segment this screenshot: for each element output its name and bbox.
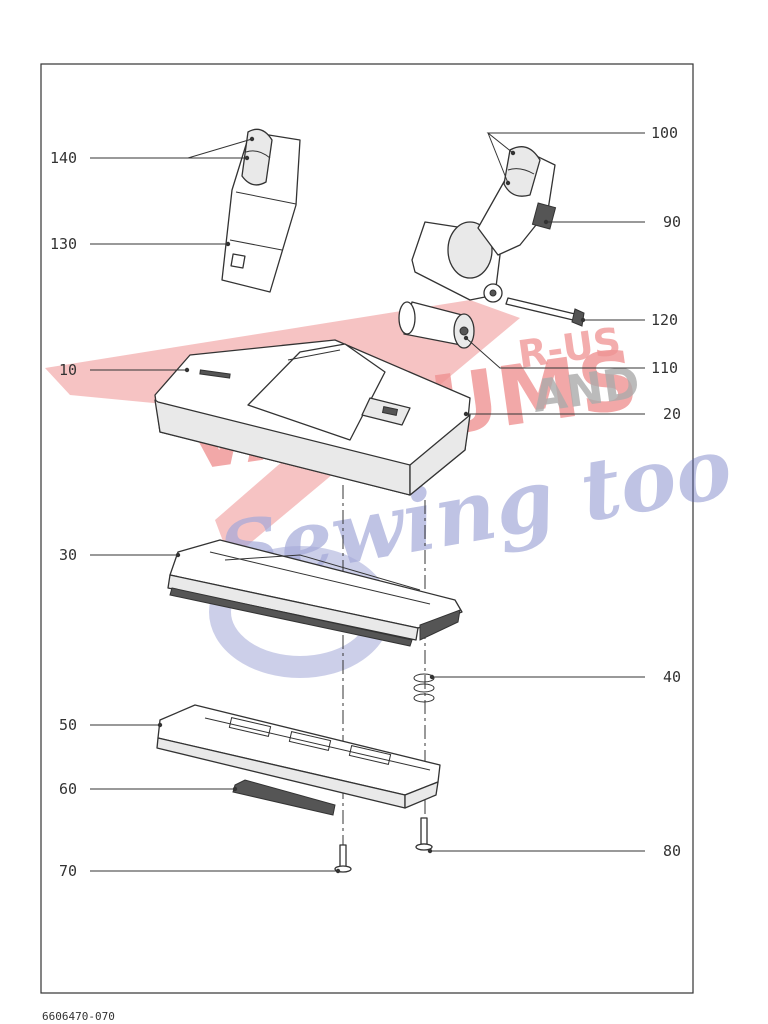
document-code: 6606470-070 xyxy=(42,1010,115,1023)
part-110-roller xyxy=(398,301,475,349)
part-70-screw xyxy=(334,844,352,873)
callout-140: 140 xyxy=(50,149,77,167)
part-140-latch xyxy=(241,128,273,186)
callout-130: 130 xyxy=(50,235,77,253)
part-50-sole-plate xyxy=(156,704,441,809)
watermark-red-swoosh xyxy=(45,300,520,560)
callout-120: 120 xyxy=(651,311,678,329)
part-130-holder xyxy=(221,128,301,293)
part-60-bumper-strip xyxy=(232,779,336,816)
callout-100: 100 xyxy=(651,124,678,142)
callout-20: 20 xyxy=(663,405,681,423)
callout-110: 110 xyxy=(651,359,678,377)
diagram-frame xyxy=(40,63,694,994)
callout-80: 80 xyxy=(663,842,681,860)
part-100-latch xyxy=(503,146,541,197)
part-30-brush-plate xyxy=(167,539,463,647)
callout-leaders xyxy=(90,132,645,874)
callout-40: 40 xyxy=(663,668,681,686)
part-40-spring xyxy=(413,673,435,703)
callout-60: 60 xyxy=(59,780,77,798)
part-120-axle-pin xyxy=(505,297,585,327)
callout-70: 70 xyxy=(59,862,77,880)
callout-90: 90 xyxy=(663,213,681,231)
callout-10: 10 xyxy=(59,361,77,379)
callout-30: 30 xyxy=(59,546,77,564)
part-10-housing xyxy=(154,339,471,496)
callout-labels: 140 130 10 30 50 60 70 100 90 120 110 20… xyxy=(50,124,681,880)
part-80-screw xyxy=(415,817,433,851)
callout-50: 50 xyxy=(59,716,77,734)
part-90-swivel-neck xyxy=(411,146,557,303)
